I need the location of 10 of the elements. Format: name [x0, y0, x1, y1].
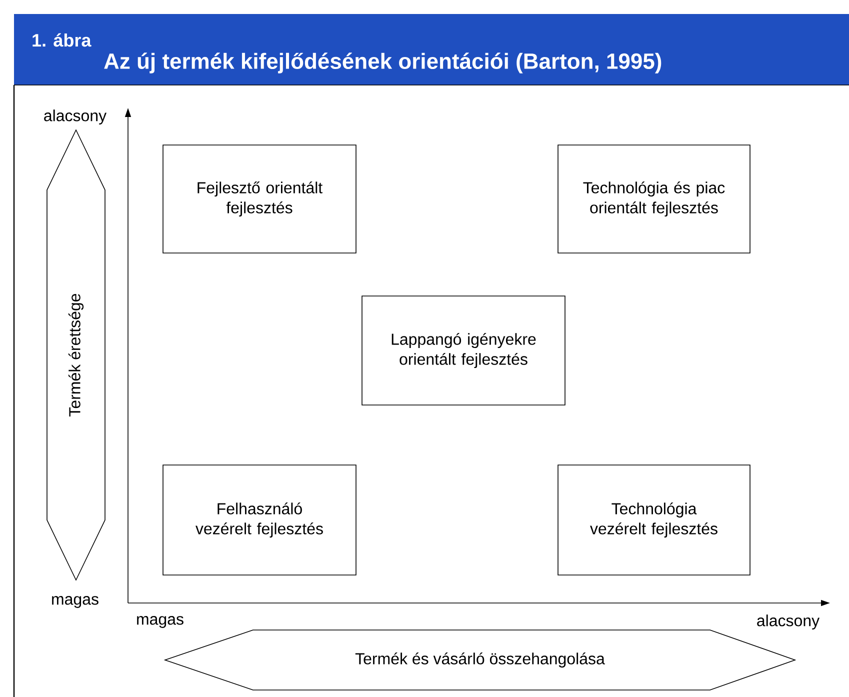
- text-box: Lappangó igényekre orientált fejlesztés: [362, 296, 566, 406]
- text-box: Felhasználó vezérelt fejlesztés: [162, 464, 356, 576]
- text-box: Technológia vezérelt fejlesztés: [558, 464, 750, 576]
- axis-label: alacsony: [757, 614, 820, 630]
- text-box: Technológia és piac orientált fejlesztés: [558, 144, 750, 254]
- figure-number: 1. ábra: [32, 33, 92, 47]
- axis-label: magas: [137, 616, 184, 628]
- axis-label: magas: [52, 596, 98, 608]
- title: Az új termék kifejlődésének orientációi (Barton, 1995): [104, 52, 662, 74]
- text-box: Fejlesztő orientált fejlesztés: [162, 144, 356, 254]
